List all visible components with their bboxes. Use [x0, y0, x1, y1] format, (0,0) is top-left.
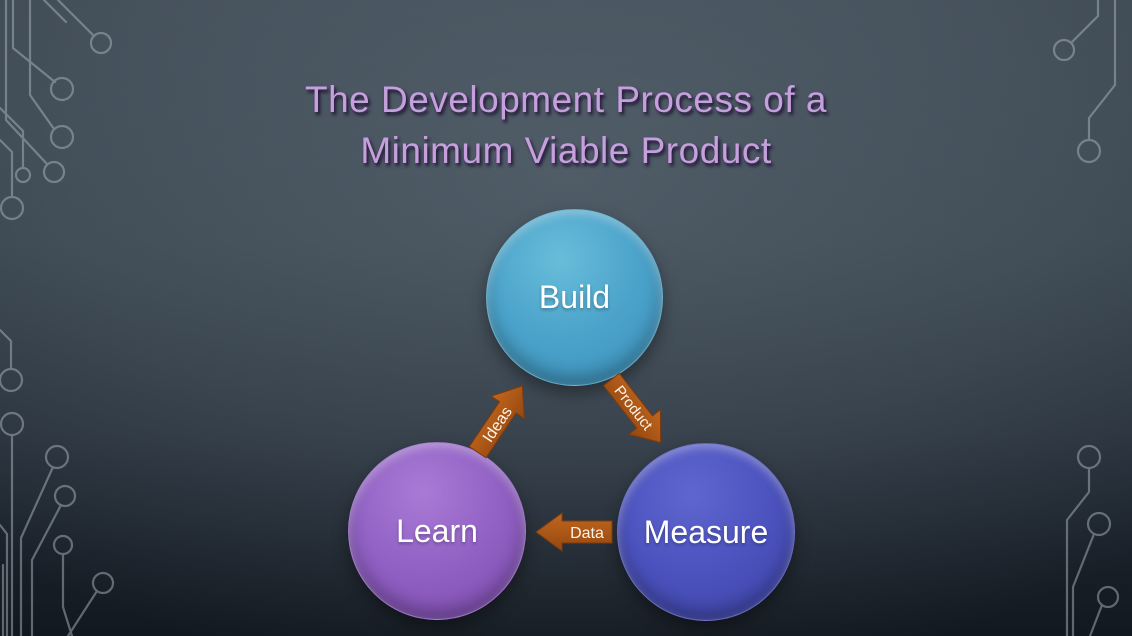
slide-title-line-2: Minimum Viable Product [360, 130, 772, 171]
arrow-product-label: Product [611, 383, 657, 435]
circuit-decoration-right [1052, 0, 1120, 636]
arrow-data-label: Data [570, 525, 604, 542]
arrow-product-shape [602, 372, 662, 444]
node-measure-label: Measure [643, 513, 769, 550]
node-measure: Measure [617, 443, 795, 621]
circuit-decoration-left [0, 0, 115, 636]
arrow-data: Data [535, 511, 613, 553]
arrow-product: Product [593, 364, 679, 457]
slide-title-line-1: The Development Process of a [305, 79, 827, 120]
node-learn-label: Learn [396, 512, 478, 549]
node-learn: Learn [348, 442, 526, 620]
node-build-label: Build [538, 279, 611, 315]
arrow-ideas-shape [468, 385, 525, 459]
arrow-data-shape [535, 512, 613, 552]
arrow-ideas: Ideas [458, 372, 541, 466]
node-build: Build [486, 209, 663, 386]
slide-title: The Development Process of a Minimum Via… [0, 74, 1132, 176]
